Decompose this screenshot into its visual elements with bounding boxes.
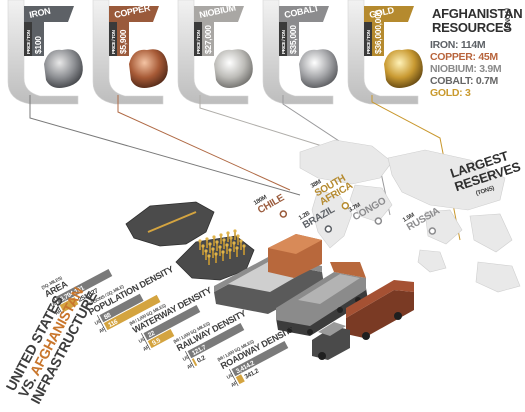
- us-label: US: [226, 372, 235, 381]
- af-value: 0.2: [196, 354, 207, 364]
- us-railway-line: [147, 211, 197, 233]
- af-bar: [235, 374, 245, 385]
- copper-connector: [117, 95, 291, 191]
- metal-price-label: PRICE / TON: [366, 30, 371, 54]
- us-map: [125, 201, 215, 247]
- afghanistan-roadway-pins: [198, 229, 246, 265]
- cobalt-connector: [282, 95, 391, 216]
- iron-connector: [29, 95, 301, 196]
- us-bar: [231, 340, 289, 377]
- barge-icon: [214, 234, 324, 314]
- us-label: US: [138, 336, 147, 345]
- metal-price-label: PRICE / TON: [281, 30, 286, 54]
- metal-price: $36,000,000: [373, 9, 383, 54]
- metal-price: $100: [33, 36, 43, 54]
- us-label: US: [182, 354, 191, 363]
- af-bar: [103, 294, 161, 331]
- metal-tab-copper: [109, 6, 159, 22]
- reserve-value: 1.5M: [402, 212, 416, 223]
- af-label: AF: [98, 327, 106, 335]
- reserve-value: 1.2B: [298, 210, 312, 221]
- infrastructure-title: UNITED STATES VS. AFGHANISTAN INFRASTRUC…: [3, 284, 100, 406]
- metal-price-label: PRICE / TON: [111, 30, 116, 54]
- reserve-value: 38M: [310, 179, 323, 190]
- us-bar: [99, 293, 144, 323]
- af-bar: [191, 358, 198, 367]
- resource-item: NIOBIUM: 3.9M: [430, 63, 502, 75]
- metal-name: IRON: [28, 6, 51, 20]
- us-value: 22: [147, 330, 157, 340]
- resources-unit: (TONS): [503, 8, 510, 30]
- af-bar: [59, 297, 79, 313]
- us-label: US: [50, 300, 59, 309]
- resources-title-line1: AFGHANISTAN: [432, 6, 522, 21]
- connector-lines: [29, 95, 461, 241]
- metal-tab-niobium: [194, 6, 244, 22]
- resource-item: IRON: 114M: [430, 39, 486, 51]
- reserve-marker: [279, 210, 288, 218]
- us-label: US: [94, 318, 103, 327]
- us-bar: [187, 322, 245, 359]
- metal-tab-gold: [364, 6, 414, 22]
- metal-price: $27,000: [203, 25, 213, 54]
- resource-item: COPPER: 45M: [430, 51, 498, 63]
- resource-item: COBALT: 0.7M: [430, 75, 499, 87]
- truck-icon: [312, 280, 414, 360]
- afghanistan-map: [175, 229, 255, 281]
- af-label: AF: [54, 309, 62, 317]
- iron-nugget-icon: [44, 49, 83, 88]
- cobalt-nugget-icon: [299, 49, 338, 88]
- af-label: AF: [230, 381, 238, 389]
- reserve-marker: [341, 201, 350, 210]
- reserve-marker: [428, 227, 437, 235]
- gold-nugget-icon: [384, 49, 423, 88]
- af-label: AF: [142, 345, 150, 353]
- metal-ribbon-iron: IRON PRICE / TON$100: [7, 0, 83, 105]
- vehicles: [214, 234, 414, 360]
- metal-price-label: PRICE / TON: [196, 30, 201, 54]
- us-bar: [55, 268, 113, 305]
- country-maps: [125, 201, 255, 281]
- resource-item: GOLD: 3: [430, 87, 471, 99]
- metal-price: $5,900: [118, 29, 128, 54]
- reserve-marker: [374, 217, 383, 225]
- niobium-connector: [199, 95, 336, 151]
- af-value: 9.5: [151, 337, 162, 347]
- af-bar: [147, 328, 175, 349]
- metal-price-label: PRICE / TON: [26, 30, 31, 54]
- train-icon: [276, 262, 368, 336]
- us-bar: [143, 304, 201, 341]
- af-label: AF: [186, 363, 194, 371]
- reserve-marker: [324, 225, 333, 233]
- metal-tab-iron: [24, 6, 74, 22]
- copper-nugget-icon: [129, 49, 168, 88]
- af-value: 116: [107, 318, 119, 329]
- us-value: 88: [103, 312, 113, 322]
- resources-title-line2: RESOURCES: [432, 20, 512, 35]
- niobium-nugget-icon: [214, 49, 253, 88]
- metal-tab-cobalt: [279, 6, 329, 22]
- resources-legend: (TONS) AFGHANISTAN RESOURCES IRON: 114MC…: [430, 6, 523, 99]
- reserve-value: 3.7M: [348, 202, 362, 213]
- metal-price: $35,000: [288, 25, 298, 54]
- reserves-unit: (TONS): [475, 186, 495, 198]
